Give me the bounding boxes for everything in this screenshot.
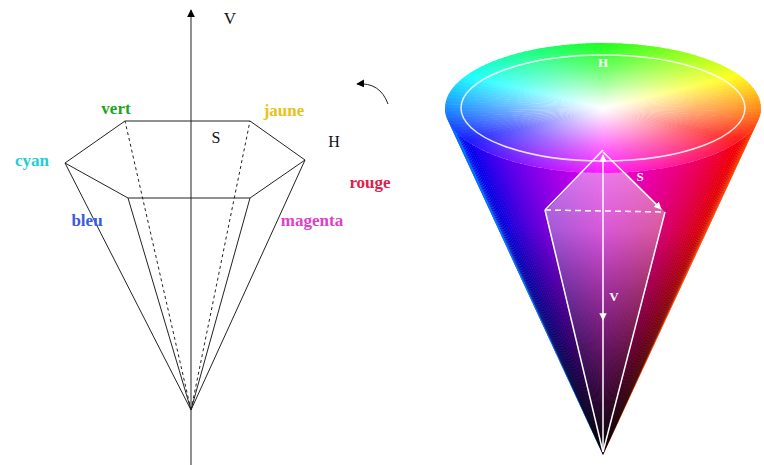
cone-edge	[128, 198, 191, 410]
hsv-cone	[445, 43, 761, 455]
axis-label: S	[212, 130, 221, 146]
color-label: bleu	[71, 212, 102, 229]
color-label: jaune	[264, 102, 305, 119]
cone-edge	[191, 160, 305, 410]
cone-label: S	[636, 170, 643, 183]
color-label: cyan	[15, 152, 49, 169]
hexcone-drawing	[65, 10, 388, 465]
section-edge	[545, 210, 603, 452]
cone-shading	[445, 108, 761, 455]
axis-label: V	[224, 10, 236, 27]
color-label: rouge	[349, 174, 390, 191]
hue-circle	[461, 55, 745, 161]
color-label: magenta	[281, 212, 343, 229]
value-axis	[191, 10, 192, 465]
section-edge	[545, 150, 603, 210]
hidden-edge	[125, 121, 191, 410]
cone-edge	[191, 198, 250, 410]
hidden-edge	[191, 121, 250, 410]
hexagon	[65, 121, 305, 198]
section-edge	[603, 212, 665, 452]
value-line	[602, 320, 604, 452]
cone-label: V	[609, 290, 618, 303]
saturation-arrow	[603, 152, 661, 209]
cone-edge	[65, 163, 191, 410]
axis-label: H	[328, 134, 340, 150]
color-label: vert	[101, 100, 130, 117]
hue-arrow	[357, 84, 388, 104]
cone-top	[445, 43, 761, 173]
cone-label: H	[598, 56, 608, 69]
cone-body	[445, 108, 761, 455]
value-arrow	[602, 155, 604, 320]
cone-top-glow	[445, 43, 761, 173]
cone-guides	[461, 55, 745, 452]
section-edge	[545, 210, 665, 212]
